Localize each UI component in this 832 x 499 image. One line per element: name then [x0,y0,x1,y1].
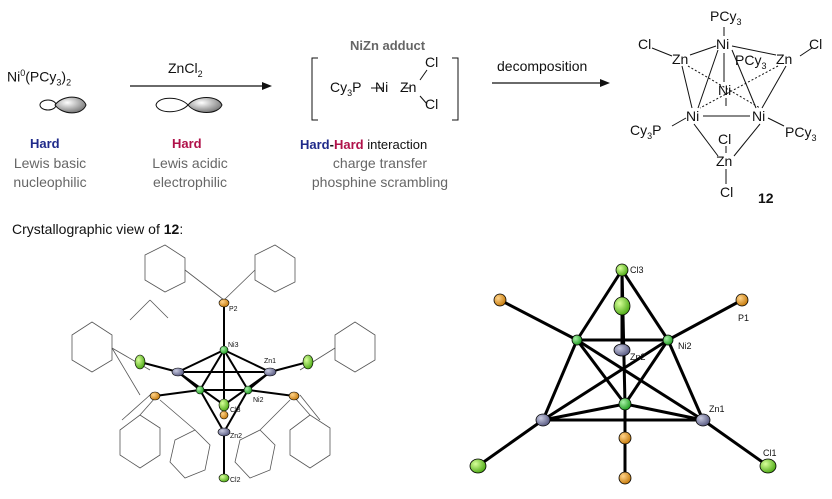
label-ni2-right: Ni2 [678,341,692,351]
cluster-cl-bottom-ni: Cl [718,131,732,147]
label-cl2: Cl2 [230,477,241,484]
cluster-pcy3-top: PCy3 [710,8,742,27]
cluster-zn-left: Zn [672,51,689,67]
label-zn1: Zn1 [264,358,276,365]
decomposition-label: decomposition [497,58,588,74]
crystal-left-atoms [134,298,314,483]
cluster-bonds [651,27,813,184]
adduct-cl-top: Cl [425,54,439,70]
reaction-arrow-2 [492,79,610,87]
adduct-formula: Cy3P Ni Zn [330,79,417,98]
cluster-cy3p-left: Cy3P [630,122,662,141]
adduct-desc1: charge transfer [332,155,428,171]
reagent2-hard-tag: Hard [172,136,202,151]
label-zn2-right: Zn2 [630,352,646,362]
cluster-ni-center: Ni [718,82,732,98]
label-cl3-right: Cl3 [630,265,644,275]
reagent2-desc2: electrophilic [153,174,227,190]
cluster-ni-left: Ni [686,108,700,124]
adduct-interaction: Hard-Hard interaction [300,137,428,152]
reagent1-desc1: Lewis basic [13,155,87,171]
label-zn2: Zn2 [230,433,242,440]
label-cl1: Cl1 [763,448,777,458]
reagent2-formula: ZnCl2 [168,60,203,79]
cluster-cl-bottom: Cl [720,184,734,200]
reagent1-desc2: nucleophilic [13,174,87,190]
cluster-zn-right: Zn [776,51,793,67]
reaction-arrow-1 [130,82,272,90]
reagent1-formula: Ni0(PCy3)2 [7,68,72,88]
cluster-cl-right: Cl [809,36,823,52]
label-p1: P1 [738,313,749,323]
label-ni2: Ni2 [253,397,264,404]
cluster-cl-left: Cl [638,36,652,52]
label-p2: P2 [229,306,238,313]
crystal-left-bonds [139,305,309,478]
cluster-ni-right: Ni [752,108,766,124]
crystal-right-bonds [477,269,769,478]
cluster-zn-bottom: Zn [716,153,733,169]
cluster-pcy3-mid: PCy3 [735,52,767,71]
empty-orbital-icon [155,97,223,113]
cluster-pcy3-right: PCy3 [785,124,817,143]
crystal-left-labels: P2 Ni3 Zn1 Ni2 Cl3 Zn2 Cl2 [228,306,276,484]
adduct-desc2: phosphine scrambling [311,174,449,190]
cluster-ni-top: Ni [716,36,730,52]
label-zn1-right: Zn1 [709,404,725,414]
adduct-title: NiZn adduct [350,38,426,53]
crystal-right-labels: Cl3 P1 Zn2 Ni2 Zn1 Cl1 [630,265,777,458]
crystallographic-caption: Crystallographic view of 12: [12,221,184,237]
label-ni3: Ni3 [228,342,239,349]
crystal-right-atoms [469,263,777,485]
reagent2-desc1: Lewis acidic [152,155,228,171]
lone-pair-orbital-icon [39,96,87,114]
adduct-cl-bottom: Cl [425,96,439,112]
reagent1-hard-tag: Hard [30,136,60,151]
compound-number: 12 [758,190,774,206]
label-cl3: Cl3 [230,407,241,414]
